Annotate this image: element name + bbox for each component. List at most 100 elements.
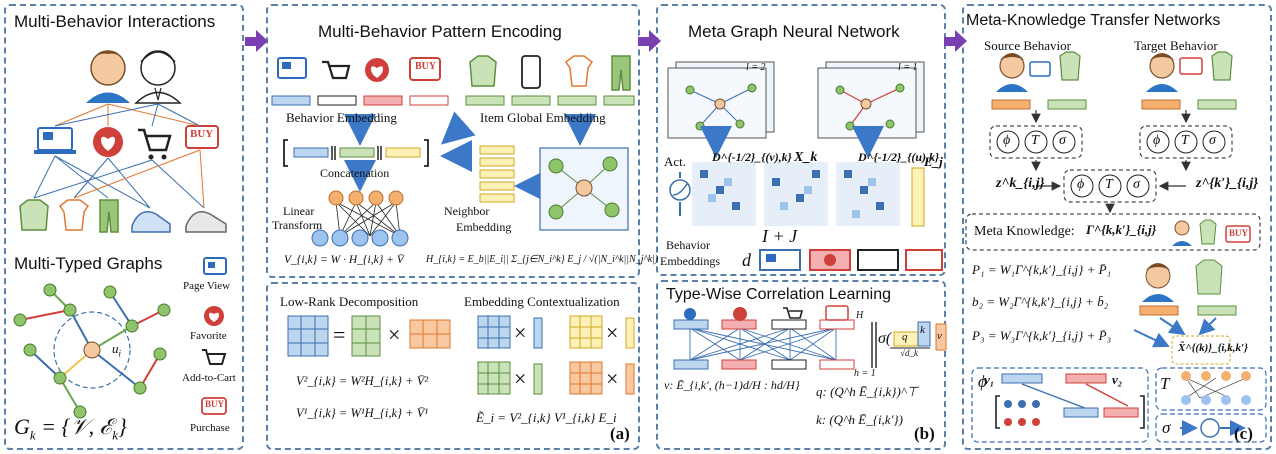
legend-purchase: Purchase: [190, 422, 230, 434]
t-1: T: [1031, 133, 1039, 148]
label-low-rank: Low-Rank Decomposition: [280, 294, 419, 309]
graph-node-label: ui: [112, 341, 122, 359]
layer-graph-stacks: [667, 61, 925, 139]
t-3: T: [1105, 177, 1113, 192]
eq-h: H_{i,k} = E_b||E_i|| Σ_{j∈N_i^k} E_j / √…: [426, 254, 659, 265]
h-top: H: [856, 310, 864, 321]
times-5: ×: [606, 366, 619, 391]
label-item-global-embedding: Item Global Embedding: [480, 110, 606, 125]
eq-p1: P₁ = W₁Γ^{k,k′}_{i,j} + P̄₁: [972, 262, 1112, 277]
purple-arrow-3: [944, 30, 967, 52]
d-right: D^{-1/2}_{(u),k}: [858, 150, 940, 164]
meta-knowledge-icons: [1172, 219, 1251, 246]
title-multi-behavior-interactions: Multi-Behavior Interactions: [14, 12, 216, 31]
behavior-embedding-icons-b: [759, 249, 943, 271]
title-type-wise: Type-Wise Correlation Learning: [666, 286, 891, 303]
eq-v1: V¹_{i,k} = W¹H_{i,k} + V̄¹: [296, 406, 429, 420]
d-left: D^{-1/2}_{(v),k}: [712, 150, 792, 164]
sigma-2: σ: [1209, 133, 1216, 148]
panel-meta-knowledge: [962, 4, 1272, 450]
i-plus-j: I + J: [762, 226, 798, 246]
legend-icons: [201, 257, 227, 415]
multi-typed-graph: [13, 283, 171, 419]
e-j: E_j: [924, 154, 943, 169]
buy-text-legend: BUY: [205, 399, 225, 409]
label-neighbor-2: Embedding: [456, 220, 512, 234]
eq-v2: V²_{i,k} = W²H_{i,k} + V̄²: [296, 374, 429, 388]
behavior-icons-row: [34, 125, 219, 160]
panel-meta-gnn: [656, 4, 946, 276]
q-eq: q: (Q^h Ē_{i,k})^⊤: [816, 384, 918, 399]
label-linear-1: Linear: [283, 204, 315, 218]
purple-arrow-2: [638, 30, 661, 52]
eq-e: Ẽ_i = V²_{i,k} V¹_{i,k} E_i: [476, 410, 617, 425]
label-source-behavior: Source Behavior: [984, 38, 1072, 53]
neighbor-embedding-stack: [479, 145, 515, 203]
bottom-c-subpanels: [971, 367, 1267, 443]
user-avatar-1: [86, 50, 130, 103]
label-act: Act.: [664, 154, 687, 169]
label-neighbor-1: Neighbor: [444, 204, 490, 218]
title-pattern-encoding: Multi-Behavior Pattern Encoding: [318, 22, 562, 41]
times-3: ×: [606, 320, 619, 345]
purple-arrow-1: [245, 30, 268, 52]
z-left: z^k_{i,j}: [996, 176, 1045, 191]
times-4: ×: [514, 366, 527, 391]
legend-add-to-cart: Add-to-Cart: [182, 372, 236, 384]
eq-v: V_{i,k} = W · H_{i,k} + V̄: [284, 254, 404, 266]
v-box-label: v: [937, 330, 942, 342]
t-label: T: [1160, 374, 1170, 393]
source-user: [991, 51, 1087, 110]
panel-pattern-encoding: [266, 4, 640, 278]
title-multi-typed-graphs: Multi-Typed Graphs: [14, 254, 163, 273]
buy-text-left: BUY: [190, 128, 214, 140]
tag-c: (c): [1234, 424, 1253, 443]
concatenation-bracket: [283, 139, 429, 167]
activation-icon: [669, 172, 691, 216]
l-eq-1: l = 1: [898, 62, 918, 73]
interaction-edges: [33, 103, 205, 209]
eq-p3: P₃ = W₃Γ^{k,k′}_{i,j} + P̄₃: [972, 328, 1112, 343]
item-icons-row: [19, 199, 227, 233]
buy-text-a: BUY: [415, 61, 437, 72]
tag-a: (a): [610, 424, 630, 443]
times-1: ×: [388, 322, 401, 347]
phi-3: ϕ: [1077, 177, 1085, 192]
sigma-mini: [1180, 418, 1246, 438]
sigma-eq: σ(: [878, 330, 892, 347]
x-k: X_k: [794, 150, 818, 165]
label-concatenation: Concatenation: [320, 166, 390, 180]
v1-label: v₁: [984, 372, 995, 387]
t-2: T: [1181, 133, 1189, 148]
gamma: Γ^{k,k′}_{i,j}: [1086, 222, 1157, 237]
label-behavior-embedding: Behavior Embedding: [286, 110, 397, 125]
label-meta-knowledge: Meta Knowledge:: [974, 224, 1075, 239]
attention-boxes: [871, 321, 947, 368]
panel-low-rank: [266, 282, 640, 450]
v2-label: v₂: [1112, 372, 1123, 387]
v-eq: v: Ē_{i,k′, (h−1)d/H : hd/H}: [664, 378, 800, 392]
user-item-right: [1133, 259, 1237, 365]
user-avatar-2: [134, 50, 182, 104]
equals-sign: =: [333, 322, 346, 347]
behavior-icons-a: [277, 57, 441, 82]
phi-label: ϕ: [978, 372, 987, 391]
z-right: z^{k′}_{i,j}: [1196, 176, 1259, 191]
adjacency-matrix-blocks: [692, 162, 925, 227]
graph-formula: Gk = {𝒱, ℰk}: [14, 414, 127, 443]
legend-favorite: Favorite: [190, 330, 227, 342]
label-embedding-ctx: Embedding Contextualization: [464, 294, 620, 309]
behavior-embedding-bars: [271, 95, 449, 106]
panel-type-wise: [656, 280, 946, 450]
phi-diagram: [995, 373, 1145, 429]
l-eq-2: l = 2: [746, 62, 766, 73]
legend-page-view: Page View: [183, 280, 231, 292]
type-wise-network: [673, 305, 855, 370]
label-target-behavior: Target Behavior: [1134, 38, 1218, 53]
item-embedding-bars: [465, 95, 635, 106]
phi-t-sigma-boxes: [965, 125, 1261, 251]
title-meta-knowledge-transfer: Meta-Knowledge Transfer Networks: [966, 12, 1221, 29]
d-sym: d: [742, 250, 751, 270]
q-box-label: q: [902, 331, 908, 343]
